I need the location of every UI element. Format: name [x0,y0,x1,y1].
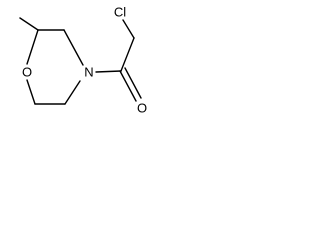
bond-o1-c6 [26,79,36,105]
structure-svg: Cl O N O [19,5,147,116]
bond-c5-n4 [64,80,81,105]
bond-methyl-c2 [19,17,39,31]
bond-carbonyl-c-ch2 [120,37,135,72]
atom-labels: Cl O N O [22,5,147,116]
ring-nitrogen-atom: N [84,65,93,80]
bond-c3-n4 [63,29,84,66]
bond-ch2-cl [122,19,135,39]
bond-n4-carbonyl-c [95,70,122,73]
bonds [19,17,142,105]
bond-c2-o1 [26,29,39,65]
chlorine-atom: Cl [114,5,126,20]
ring-oxygen-atom: O [22,65,32,80]
carbonyl-oxygen-atom: O [137,101,147,116]
bond-carbonyl-double-2 [124,67,142,99]
chemical-structure: Cl O N O [0,0,156,121]
bond-carbonyl-double-1 [119,70,137,102]
